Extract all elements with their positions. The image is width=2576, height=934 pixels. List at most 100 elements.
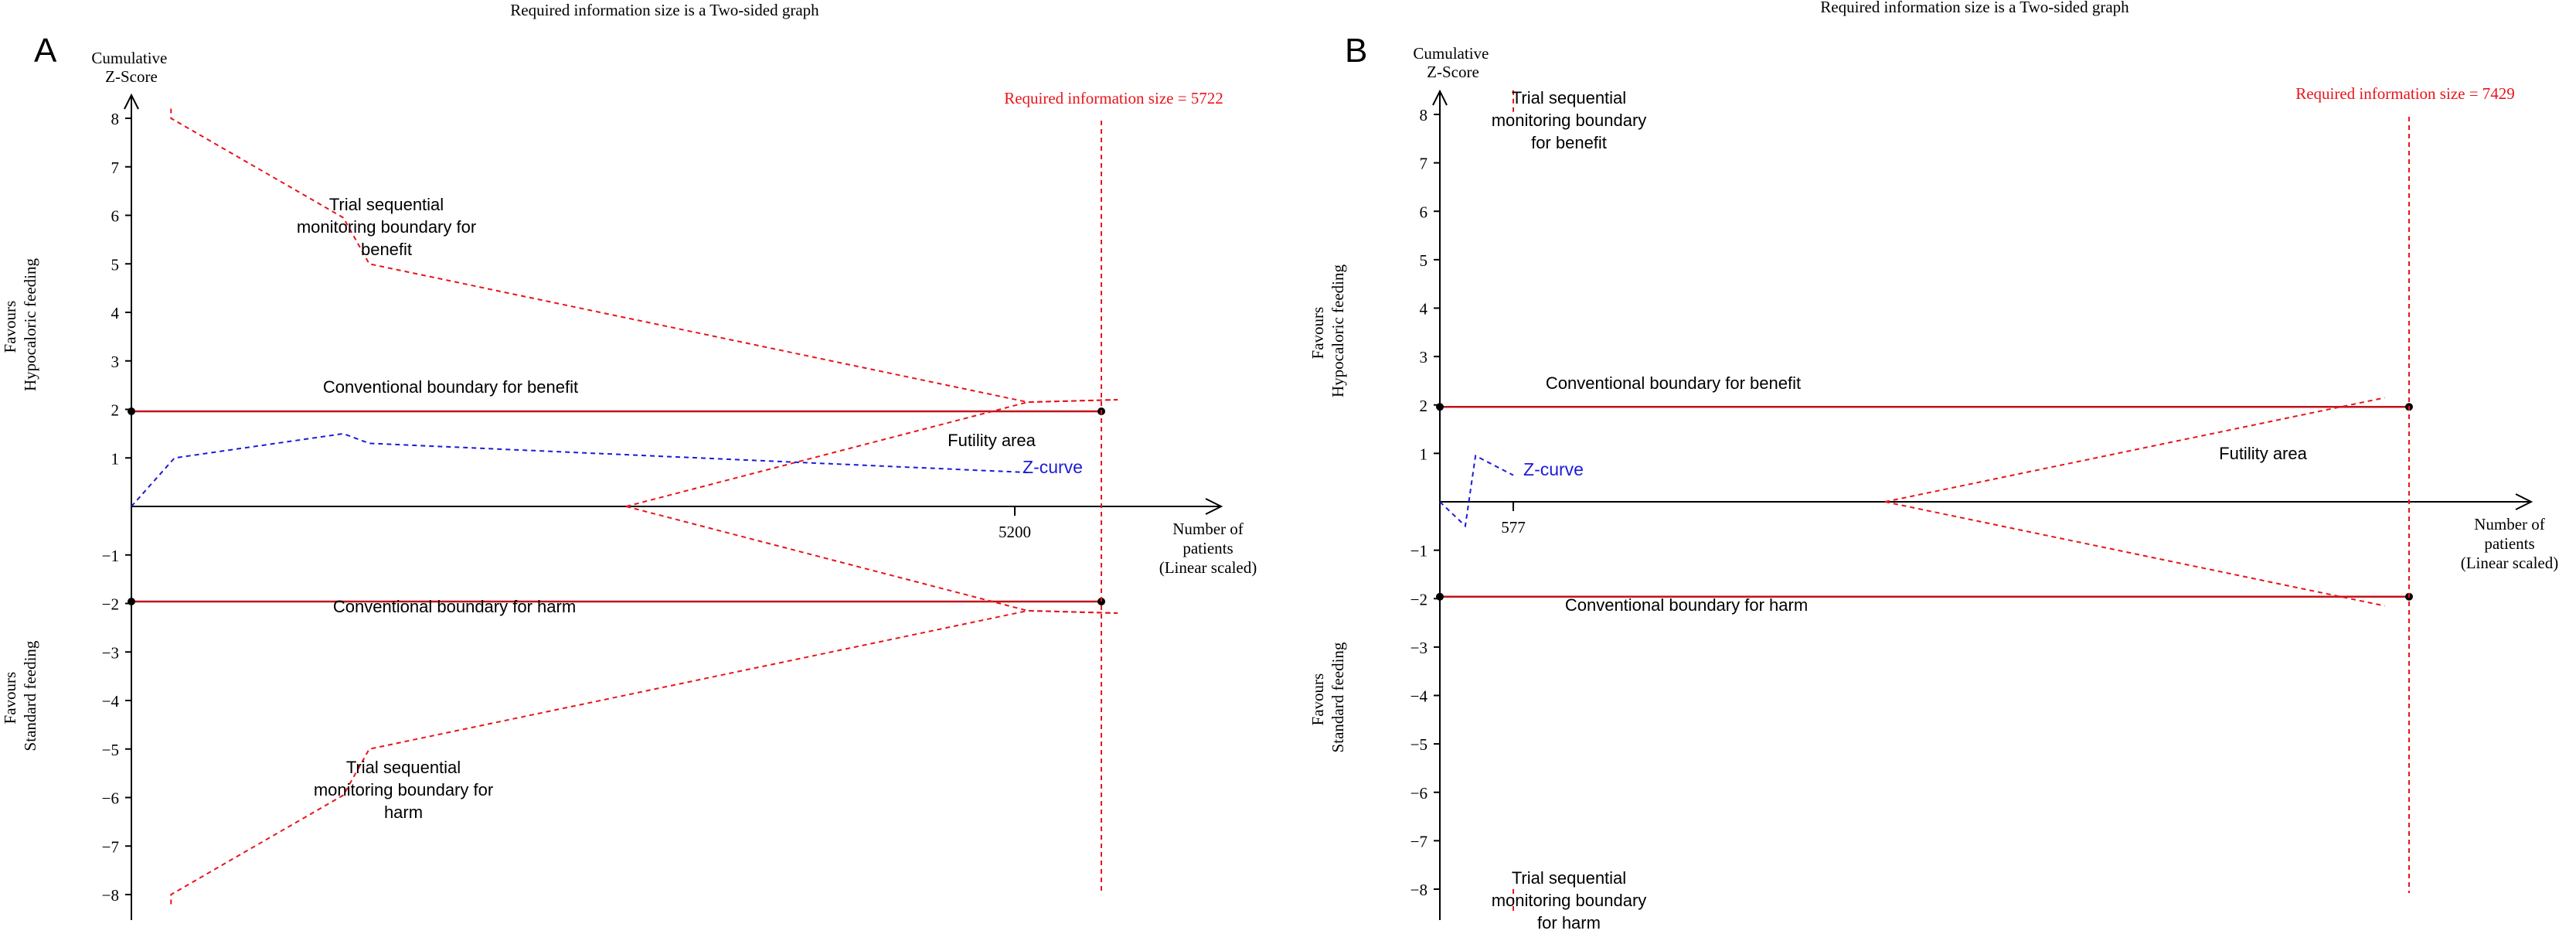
panel-a-ylabel-line: Z-Score bbox=[105, 67, 158, 86]
z-curve-label: Z-curve bbox=[1523, 459, 1584, 479]
boundary-endpoint-marker bbox=[128, 407, 135, 416]
tsm-harm-label: Trial sequential bbox=[346, 758, 461, 777]
panel-b-favours-lower-line: Favours bbox=[1308, 673, 1327, 726]
tsm-harm-label: Trial sequential bbox=[1512, 868, 1626, 888]
y-tick-label: −7 bbox=[102, 837, 119, 856]
y-tick-label: 7 bbox=[1420, 155, 1428, 173]
y-tick-label: −8 bbox=[102, 886, 119, 905]
y-tick-label: −2 bbox=[1411, 590, 1428, 608]
x-axis-arrowhead bbox=[1205, 498, 1223, 515]
y-tick-label: −7 bbox=[1411, 832, 1428, 850]
y-tick-label: 3 bbox=[1420, 348, 1428, 366]
y-tick-label: 3 bbox=[111, 353, 120, 371]
ris-label: Required information size = 7429 bbox=[2295, 84, 2515, 103]
panel-b-favours-lower: Favours Standard feeding bbox=[1308, 642, 1347, 752]
panel-b-favours-upper-line: Favours bbox=[1308, 307, 1327, 360]
y-tick-label: 8 bbox=[1420, 106, 1428, 124]
y-tick-label: 8 bbox=[111, 110, 120, 128]
y-axis-arrowhead bbox=[1432, 89, 1448, 106]
x-tick-label: 5200 bbox=[999, 523, 1031, 541]
ris-label: Required information size = 5722 bbox=[1004, 89, 1223, 107]
y-tick-label: 5 bbox=[111, 255, 120, 274]
panel-a-favours-upper-line: Hypocaloric feeding bbox=[21, 257, 39, 391]
panel-a-favours-upper: Favours Hypocaloric feeding bbox=[1, 257, 39, 391]
y-tick-label: 6 bbox=[1420, 203, 1428, 221]
tsm-benefit-label: for benefit bbox=[1531, 133, 1607, 152]
panel-a-favours-lower-line: Standard feeding bbox=[21, 640, 39, 751]
panel-b-letter: B bbox=[1345, 32, 1367, 70]
panel-a-favours-lower: Favours Standard feeding bbox=[1, 640, 39, 751]
z-curve-label: Z-curve bbox=[1023, 457, 1083, 477]
tsm-benefit-label: monitoring boundary bbox=[1492, 111, 1647, 130]
panel-b: Required information size is a Two-sided… bbox=[1308, 0, 2558, 932]
y-tick-label: −2 bbox=[102, 595, 119, 614]
x-axis-label: (Linear scaled) bbox=[2461, 554, 2559, 572]
y-tick-label: −1 bbox=[1411, 542, 1428, 561]
panel-a-favours-lower-line: Favours bbox=[1, 672, 19, 724]
panel-b-plot: 8 7 6 5 4 3 2 1 −1 −2 −3 −4 −5 −6 −7 −8 577 Number ofpati… bbox=[1411, 84, 2559, 932]
y-axis-arrowhead bbox=[124, 93, 139, 110]
x-axis-label: patients bbox=[1183, 539, 1233, 557]
boundary-endpoint-marker bbox=[1436, 592, 1444, 601]
x-axis-label: patients bbox=[2484, 534, 2534, 553]
y-tick-label: −4 bbox=[1411, 687, 1428, 706]
x-axis-label: Number of bbox=[2474, 515, 2545, 533]
y-tick-label: −6 bbox=[102, 789, 119, 808]
conventional-benefit-label: Conventional boundary for benefit bbox=[1546, 373, 1801, 393]
panel-b-ylabel-line: Cumulative bbox=[1413, 44, 1489, 63]
futility-upper-line bbox=[625, 399, 1118, 507]
panel-b-title: Required information size is a Two-sided… bbox=[1820, 0, 2129, 16]
boundary-endpoint-marker bbox=[128, 597, 135, 605]
panel-b-favours-upper-line: Hypocaloric feeding bbox=[1329, 264, 1347, 397]
z-curve-line bbox=[131, 432, 1028, 507]
futility-label: Futility area bbox=[2219, 444, 2307, 463]
y-tick-label: −4 bbox=[102, 692, 120, 711]
tsm-harm-line bbox=[170, 609, 1118, 905]
y-tick-label: −5 bbox=[1411, 735, 1428, 754]
panel-b-ylabel: Cumulative Z-Score bbox=[1413, 44, 1492, 81]
tsm-benefit-line bbox=[170, 108, 1118, 404]
panel-a-favours-upper-line: Favours bbox=[1, 301, 19, 353]
futility-upper-line bbox=[1884, 397, 2385, 503]
conventional-harm-label: Conventional boundary for harm bbox=[1565, 595, 1808, 615]
tsm-harm-label: monitoring boundary bbox=[1492, 891, 1647, 910]
y-tick-label: −1 bbox=[102, 547, 119, 565]
panel-b-favours-upper: Favours Hypocaloric feeding bbox=[1308, 264, 1347, 397]
futility-lower-line bbox=[625, 506, 1118, 614]
futility-lower-line bbox=[1884, 501, 2385, 607]
conventional-harm-label: Conventional boundary for harm bbox=[333, 597, 576, 616]
y-tick-label: 1 bbox=[111, 449, 120, 468]
z-curve-line bbox=[1439, 454, 1514, 528]
y-tick-label: −3 bbox=[102, 643, 119, 662]
x-tick-label: 577 bbox=[1501, 518, 1526, 537]
boundary-endpoint-marker bbox=[1436, 403, 1444, 411]
y-tick-label: −6 bbox=[1411, 784, 1428, 803]
tsm-benefit-label: Trial sequential bbox=[329, 195, 444, 214]
y-tick-label: 7 bbox=[111, 159, 120, 177]
tsm-benefit-label: Trial sequential bbox=[1512, 88, 1626, 107]
x-axis-label: (Linear scaled) bbox=[1159, 558, 1257, 577]
y-tick-label: 6 bbox=[111, 207, 120, 226]
panel-b-favours-lower-line: Standard feeding bbox=[1329, 642, 1347, 752]
panel-b-ylabel-line: Z-Score bbox=[1427, 63, 1479, 81]
y-tick-label: −5 bbox=[102, 741, 119, 759]
tsm-harm-label: harm bbox=[384, 803, 423, 822]
y-tick-label: −8 bbox=[1411, 881, 1428, 899]
y-tick-label: 4 bbox=[111, 304, 120, 322]
y-tick-label: −3 bbox=[1411, 639, 1428, 657]
y-tick-label: 4 bbox=[1420, 300, 1428, 319]
y-tick-label: 1 bbox=[1420, 445, 1428, 463]
x-axis-arrowhead bbox=[2515, 493, 2533, 510]
tsm-harm-label: monitoring boundary for bbox=[314, 780, 493, 799]
y-tick-label: 2 bbox=[1420, 397, 1428, 415]
panel-a-letter: A bbox=[34, 32, 57, 70]
panel-a-ylabel: Cumulative Z-Score bbox=[91, 49, 171, 86]
conventional-benefit-label: Conventional boundary for benefit bbox=[323, 377, 578, 397]
tsm-benefit-label: benefit bbox=[361, 240, 412, 259]
panel-a-title: Required information size is a Two-sided… bbox=[510, 1, 819, 19]
y-tick-label: 5 bbox=[1420, 251, 1428, 270]
tsm-harm-label: for harm bbox=[1537, 913, 1601, 932]
futility-label: Futility area bbox=[948, 431, 1036, 450]
